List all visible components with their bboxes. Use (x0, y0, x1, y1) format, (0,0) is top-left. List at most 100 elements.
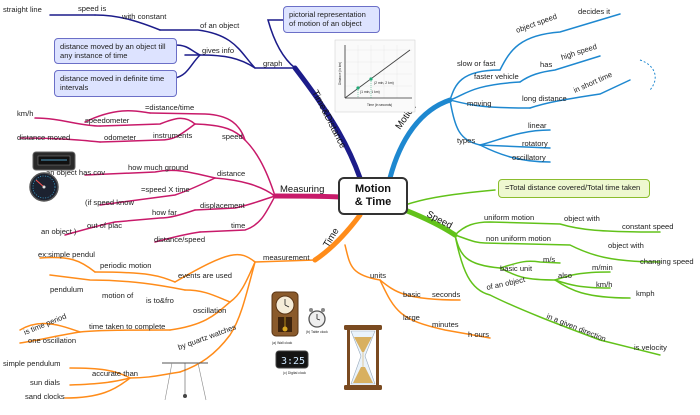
label-moving: moving (467, 99, 491, 108)
label-with-constant: with constant (121, 12, 167, 21)
label-ms: m/s (543, 255, 555, 264)
label-pendulum: pendulum (50, 285, 83, 294)
label-time-taken: time taken to complete (89, 322, 165, 331)
label-distance: distance (217, 169, 245, 178)
note-distance-definite-intervals: distance moved in definite time interval… (54, 70, 177, 97)
label-is-time-period: is time period (22, 312, 67, 337)
digital-clock-image: 3:25 (275, 350, 309, 369)
label-non-uniform-motion: non uniform motion (486, 234, 551, 243)
note-distance-till-instance: distance moved by an object till any ins… (54, 38, 177, 64)
label-basic: basic (403, 290, 421, 299)
hourglass-image (344, 325, 382, 390)
label-how-much-ground: how much ground (128, 163, 188, 172)
speedometer-image (29, 172, 59, 202)
label-is-velocity: is velocity (634, 343, 667, 352)
label-speed-is: speed is (78, 4, 106, 13)
central-topic-line-2: & Time (354, 196, 392, 208)
label-motion-of: motion of (102, 291, 134, 300)
label-rotatory: rotatory (522, 139, 548, 148)
label-sun-dials: sun dials (30, 378, 60, 387)
caption-table-clock: (b) Table clock (306, 330, 328, 334)
label-odometer: odometer (104, 133, 137, 142)
label-time-measuring: time (231, 221, 245, 230)
label-is-to-fro: is to&fro (146, 296, 174, 305)
label-long-distance: long distance (522, 94, 567, 103)
label-types: types (457, 136, 475, 145)
graph-point-a-label: (2 min, 2 km) (374, 81, 394, 85)
central-topic-line-1: Motion (354, 183, 392, 195)
label-oscillatory: oscillatory (512, 153, 546, 162)
pendulum-clock-image (271, 291, 299, 337)
label-kmh-speed: km/h (596, 280, 612, 289)
distance-time-graph: Distance (in km) Time (in seconds) (2 mi… (334, 39, 416, 113)
note-pictorial-representation: pictorial representation of motion of an… (283, 6, 380, 33)
graph-point-b-label: (1 min, 1 km) (360, 90, 380, 94)
label-basic-unit: basic unit (500, 264, 533, 273)
branch-speed (402, 189, 661, 356)
label-large: large (403, 313, 420, 322)
label-measurement: measurement (263, 253, 310, 262)
label-also: also (558, 271, 572, 280)
label-speed-x-time: =speed X time (141, 185, 190, 194)
label-object-speed: object speed (515, 12, 559, 35)
label-events-used: events are used (178, 271, 232, 280)
label-an-object: an object ) (41, 227, 77, 236)
label-of-an-object-speed: of an object (486, 275, 527, 292)
branch-time (19, 212, 491, 399)
label-object-with-2: object with (608, 241, 644, 250)
label-oscillation: oscillation (193, 306, 226, 315)
central-topic: Motion & Time (338, 177, 408, 215)
label-gives-info: gives info (202, 46, 234, 55)
label-distance-speed: distance/speed (154, 235, 205, 244)
label-speed-measuring: speed (222, 132, 243, 141)
label-periodic-motion: periodic motion (100, 261, 152, 270)
label-graph: graph (263, 59, 282, 68)
label-units: units (370, 271, 386, 280)
table-clock-image (308, 308, 326, 328)
label-uniform-motion: uniform motion (484, 213, 534, 222)
label-kmph: kmph (636, 289, 655, 298)
label-distance-moved: distance moved (17, 133, 70, 142)
label-linear: linear (528, 121, 547, 130)
odometer-image (32, 151, 76, 171)
label-of-an-object: of an object (200, 21, 240, 30)
simple-pendulum-image (162, 362, 208, 401)
label-decides-it: decides it (578, 7, 611, 16)
label-seconds: seconds (432, 290, 460, 299)
caption-wall-clock: (a) Wall clock (272, 341, 293, 345)
label-instruments: instruments (153, 131, 192, 140)
motion-dashed-connector (639, 59, 656, 91)
graph-y-axis-label: Distance (in km) (338, 62, 342, 85)
label-simple-pendulum: simple pendulum (3, 359, 60, 368)
label-eq-dist-time: =distance/time (145, 103, 194, 112)
label-object-has-cov: an object has cov (46, 168, 105, 177)
graph-x-axis-label: Time (in seconds) (367, 103, 392, 107)
label-object-with-1: object with (564, 214, 600, 223)
label-how-far: how far (152, 208, 177, 217)
note-speed-definition: =Total distance covered/Total time taken (498, 179, 650, 198)
label-slow-or-fast: slow or fast (457, 59, 496, 68)
label-mmin: m/min (592, 263, 613, 272)
label-one-oscillation: one oscillation (28, 336, 76, 345)
label-in-given-direction: in a given direction (545, 312, 607, 344)
label-straight-line: straight line (3, 5, 42, 14)
label-faster-vehicle: faster vehicle (474, 72, 519, 81)
label-kmh-measuring: km/h (17, 109, 33, 118)
label-sand-clocks: sand clocks (25, 392, 65, 401)
label-displacement: displacement (200, 201, 246, 210)
branch-motion (387, 13, 631, 181)
branch-label-measuring: Measuring (280, 184, 324, 195)
label-ex-simple: ex:simple pendul (38, 250, 95, 259)
label-has: has (540, 60, 552, 69)
label-hours: h ours (468, 330, 489, 339)
branch-measuring (19, 109, 343, 243)
label-changing-speed: changing speed (640, 257, 694, 266)
label-minutes: minutes (432, 320, 459, 329)
branch-time-distance (49, 14, 363, 181)
label-speedometer: speedometer (85, 116, 130, 125)
label-out-of-plac: out of plac (87, 221, 122, 230)
label-constant-speed: constant speed (622, 222, 674, 231)
caption-digital-clock: (c) Digital clock (283, 371, 306, 375)
